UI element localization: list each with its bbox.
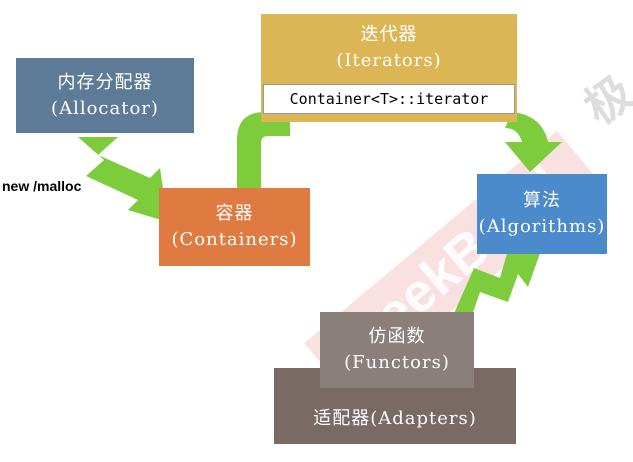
containers-title: 容器 [215, 203, 254, 224]
iterators-title: 迭代器 [360, 24, 418, 45]
iterators-subtitle: (Iterators) [336, 50, 442, 71]
allocator-subtitle: (Allocator) [51, 97, 159, 119]
functors-box: 仿函数 (Functors) [320, 312, 474, 388]
algorithms-title: 算法 [523, 190, 561, 211]
containers-subtitle: (Containers) [171, 229, 298, 250]
arrow-containers-to-iterators [237, 112, 290, 188]
containers-box: 容器 (Containers) [159, 188, 310, 266]
arrow-functors-to-algorithms [448, 242, 544, 327]
arrow-allocator-to-containers [78, 137, 168, 222]
adapters-label: 适配器(Adapters) [313, 408, 477, 429]
allocator-edge-label: new /malloc [2, 178, 82, 194]
allocator-box: 内存分配器 (Allocator) [16, 58, 194, 133]
functors-title: 仿函数 [368, 326, 426, 347]
iterator-type-label: Container<T>::iterator [263, 84, 515, 114]
allocator-title: 内存分配器 [57, 71, 153, 93]
functors-subtitle: (Functors) [344, 352, 450, 373]
algorithms-box: 算法 (Algorithms) [477, 174, 607, 254]
algorithms-subtitle: (Algorithms) [478, 216, 606, 237]
arrow-iterators-to-algorithms [505, 112, 562, 172]
